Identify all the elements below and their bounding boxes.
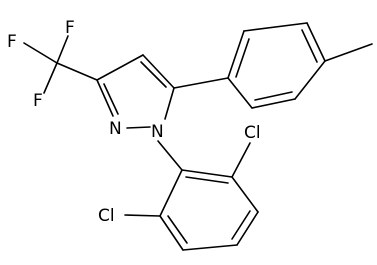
bond-c3-n2-outer: [96, 79, 114, 117]
atom-label-f-top: F: [65, 18, 75, 38]
bond-aryl-2: [231, 176, 259, 213]
bond-tolyl-5-inner: [254, 91, 293, 101]
bond-n1-aryl: [157, 140, 183, 171]
bond-tolyl-1: [227, 30, 245, 79]
bond-aryl-5-inner: [167, 215, 188, 244]
atom-label-f-bottom: F: [33, 91, 43, 111]
bond-aryl-6: [159, 169, 183, 217]
bond-methyl: [324, 43, 373, 62]
bond-tolyl-5: [251, 98, 296, 109]
bond-c-f-top: [56, 35, 69, 64]
bonds: [23, 22, 373, 251]
bond-c5-c4-inner: [140, 61, 167, 88]
bond-c-cl-upper: [231, 142, 251, 178]
atom-label-cl-lower: Cl: [98, 206, 115, 226]
bond-tolyl-3: [306, 22, 326, 62]
bond-n1-c5: [164, 87, 175, 120]
bond-c-cl-lower: [124, 214, 161, 217]
bond-aryl-1-inner: [185, 176, 229, 184]
bond-n2-n1: [126, 126, 151, 129]
bond-c-f-left: [23, 42, 58, 64]
bond-aryl-3-inner: [231, 210, 251, 240]
bond-cf3-c3: [56, 62, 98, 81]
bond-tolyl-3-inner: [301, 29, 318, 63]
atom-labels: F F F N N Cl Cl: [7, 18, 261, 226]
bond-tolyl-4: [294, 60, 326, 100]
atom-label-f-left: F: [7, 32, 17, 52]
bond-c-f-bottom: [43, 62, 58, 94]
atom-label-cl-upper: Cl: [244, 123, 261, 143]
bond-tolyl-6: [227, 77, 253, 109]
bond-aryl-5: [159, 215, 184, 251]
bond-tolyl-1-inner: [235, 38, 250, 78]
atom-label-n-2: N: [109, 119, 122, 139]
bond-aryl-4: [182, 244, 238, 251]
bond-c3-n2-inner: [103, 83, 119, 115]
bond-aryl-3: [236, 211, 259, 246]
atom-label-n-1: N: [151, 122, 164, 142]
bond-tolyl-2: [243, 22, 308, 32]
bond-c5-c4-outer: [142, 54, 175, 89]
bond-aryl-1: [181, 169, 233, 178]
bond-c5-tolyl: [173, 77, 229, 89]
bond-c4-c3: [96, 54, 144, 81]
